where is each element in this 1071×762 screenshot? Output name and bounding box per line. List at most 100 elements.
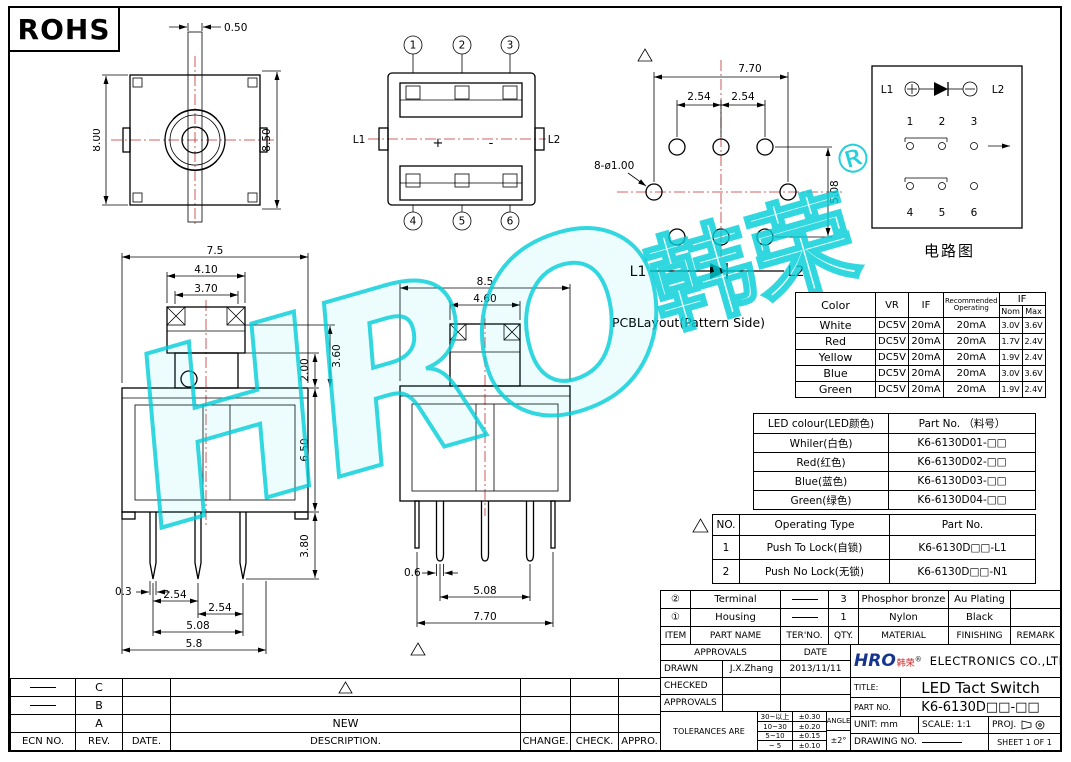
l2-label: L2 (548, 134, 561, 146)
dim-508: 5.08 (473, 585, 496, 597)
revision-triangle-icon (338, 681, 353, 694)
header-item: ITEM (661, 627, 691, 645)
dim-508: 5.08 (829, 180, 841, 203)
side-view-dimensions: 7.5 4.10 3.70 2.00 3.60 6.50 3.80 (115, 245, 343, 654)
part-finishing: Black (949, 609, 1011, 627)
header-finishing: FINISHING (949, 627, 1011, 645)
circuit-diagram-drawing: L1 L2 1 2 3 4 5 6 (871, 65, 1023, 229)
l2-label: L2 (992, 84, 1005, 96)
pcb-dimensions: 7.70 2.54 2.54 5.08 8-ø1.00 (594, 63, 841, 238)
dim-650: 6.50 (299, 438, 311, 461)
rev-letter: A (76, 715, 123, 733)
dim-right: 8.50 (261, 128, 273, 151)
cell: K6-6130D01-□□ (888, 433, 1036, 453)
title-label: TITLE: (851, 678, 901, 698)
part-qty: 1 (829, 609, 859, 627)
part-item-1: ① (661, 609, 691, 627)
cell: 20mA (943, 333, 1000, 350)
cell: K6-6130D03-□□ (888, 471, 1036, 491)
angle-label: ANGLE (827, 712, 851, 731)
ecn-cell (11, 697, 76, 715)
cell: Whiler(白色) (753, 433, 889, 453)
company-name: ELECTRONICS CO.,LTD (929, 654, 1061, 668)
pin-5-label: 5 (459, 216, 466, 228)
cell: 20mA (908, 349, 944, 366)
middle-view-dimensions: 8.5 4.60 0.6 5.08 7.70 (399, 276, 571, 627)
dim-254b: 2.54 (208, 602, 232, 614)
dim-left: 8.00 (93, 128, 103, 151)
cell: Green(绿色) (753, 490, 889, 510)
pin-5-label: 5 (939, 207, 946, 219)
dim-460: 4.60 (473, 293, 496, 305)
part-number: K6-6130D□□-□□ (901, 698, 1061, 717)
dim-58: 5.8 (186, 638, 203, 650)
side-view-drawing: 7.5 4.10 3.70 2.00 3.60 6.50 3.80 (115, 245, 343, 654)
front-view-dimensions: 0.50 8.00 8.50 (93, 22, 281, 210)
circuit-switch-contacts: 1 2 3 4 5 6 (904, 116, 1010, 219)
tol-value: ±0.10 (793, 741, 827, 751)
part-qty: 3 (829, 591, 859, 609)
l1-label: L1 (881, 84, 894, 96)
cell: 1.9V (998, 381, 1023, 398)
drawing-no-label: DRAWING NO. (854, 737, 917, 747)
pin-6-label: 6 (507, 216, 514, 228)
check-cell (571, 697, 619, 715)
dim-254b: 2.54 (731, 91, 755, 103)
front-view-geometry (111, 31, 275, 225)
date-cell (123, 679, 171, 697)
part-item-2: ② (661, 591, 691, 609)
plus-label: + (433, 136, 444, 151)
l1-label: L1 (630, 264, 647, 280)
checked-label: CHECKED (661, 678, 723, 695)
cell: 1.7V (998, 333, 1023, 350)
sheet-number: SHEET 1 OF 1 (989, 734, 1061, 751)
scale-value: SCALE: 1:1 (919, 717, 989, 734)
header-remark: REMARK (1011, 627, 1061, 645)
cell: 3.0V (998, 317, 1023, 334)
header-check: CHECK. (571, 733, 619, 751)
cell: 3.6V (1021, 365, 1046, 382)
dim-75: 7.5 (207, 245, 224, 257)
pcb-layout-drawing: 7.70 2.54 2.54 5.08 8-ø1.00 L1 L2 (594, 48, 842, 280)
proj-label: PROJ. (992, 720, 1017, 730)
title-block: ② Terminal 3 Phosphor bronze Au Plating … (660, 590, 1061, 751)
cell: DC5V (875, 365, 909, 382)
pin-4-label: 4 (410, 216, 417, 228)
date-cell (123, 715, 171, 733)
col-header: LED colour(LED颜色) (753, 413, 889, 434)
cell: 2.4V (1021, 349, 1046, 366)
header-change: CHANGE. (521, 733, 571, 751)
revision-block: C B A NEW ECN NO. REV. DATE. DESCRIPTION… (10, 678, 661, 751)
logo-cn-text: 韩荣 (896, 659, 915, 669)
col-header: NO. (712, 514, 740, 536)
dim-85: 8.5 (477, 276, 494, 288)
diode-icon (710, 263, 727, 279)
angle-tolerance: ±2° (827, 731, 851, 751)
part-name: Housing (691, 609, 781, 627)
cell: K6-6130D04-□□ (888, 490, 1036, 510)
side-view-geometry (121, 300, 309, 580)
part-material: Nylon (859, 609, 949, 627)
cell: Push No Lock(无锁) (739, 559, 890, 584)
header-appro: APPRO. (619, 733, 661, 751)
cell: 20mA (943, 365, 1000, 382)
top-view-labels: 1 2 3 4 5 6 + - L1 L2 (353, 40, 561, 228)
checked-by (723, 678, 781, 695)
led-spec-table: Color VR IF Recommended Operating IF Nom… (795, 292, 1046, 398)
pcb-geometry (617, 48, 842, 257)
drawn-label: DRAWN (661, 661, 723, 678)
cell: K6-6130D□□-L1 (889, 535, 1036, 560)
date-label: DATE (781, 645, 851, 661)
ecn-cell (11, 715, 76, 733)
cell: Red(红色) (753, 452, 889, 472)
rohs-badge: ROHS (8, 6, 120, 52)
dim-254a: 2.54 (687, 91, 711, 103)
cell: Green (795, 381, 876, 398)
cell: 1 (712, 535, 740, 560)
dim-770: 7.70 (473, 611, 496, 623)
col-header: Max (1021, 305, 1046, 318)
tol-value: ±0.15 (793, 732, 827, 741)
pin-3-label: 3 (507, 40, 514, 52)
header-date: DATE. (123, 733, 171, 751)
minus-label: - (489, 136, 494, 151)
